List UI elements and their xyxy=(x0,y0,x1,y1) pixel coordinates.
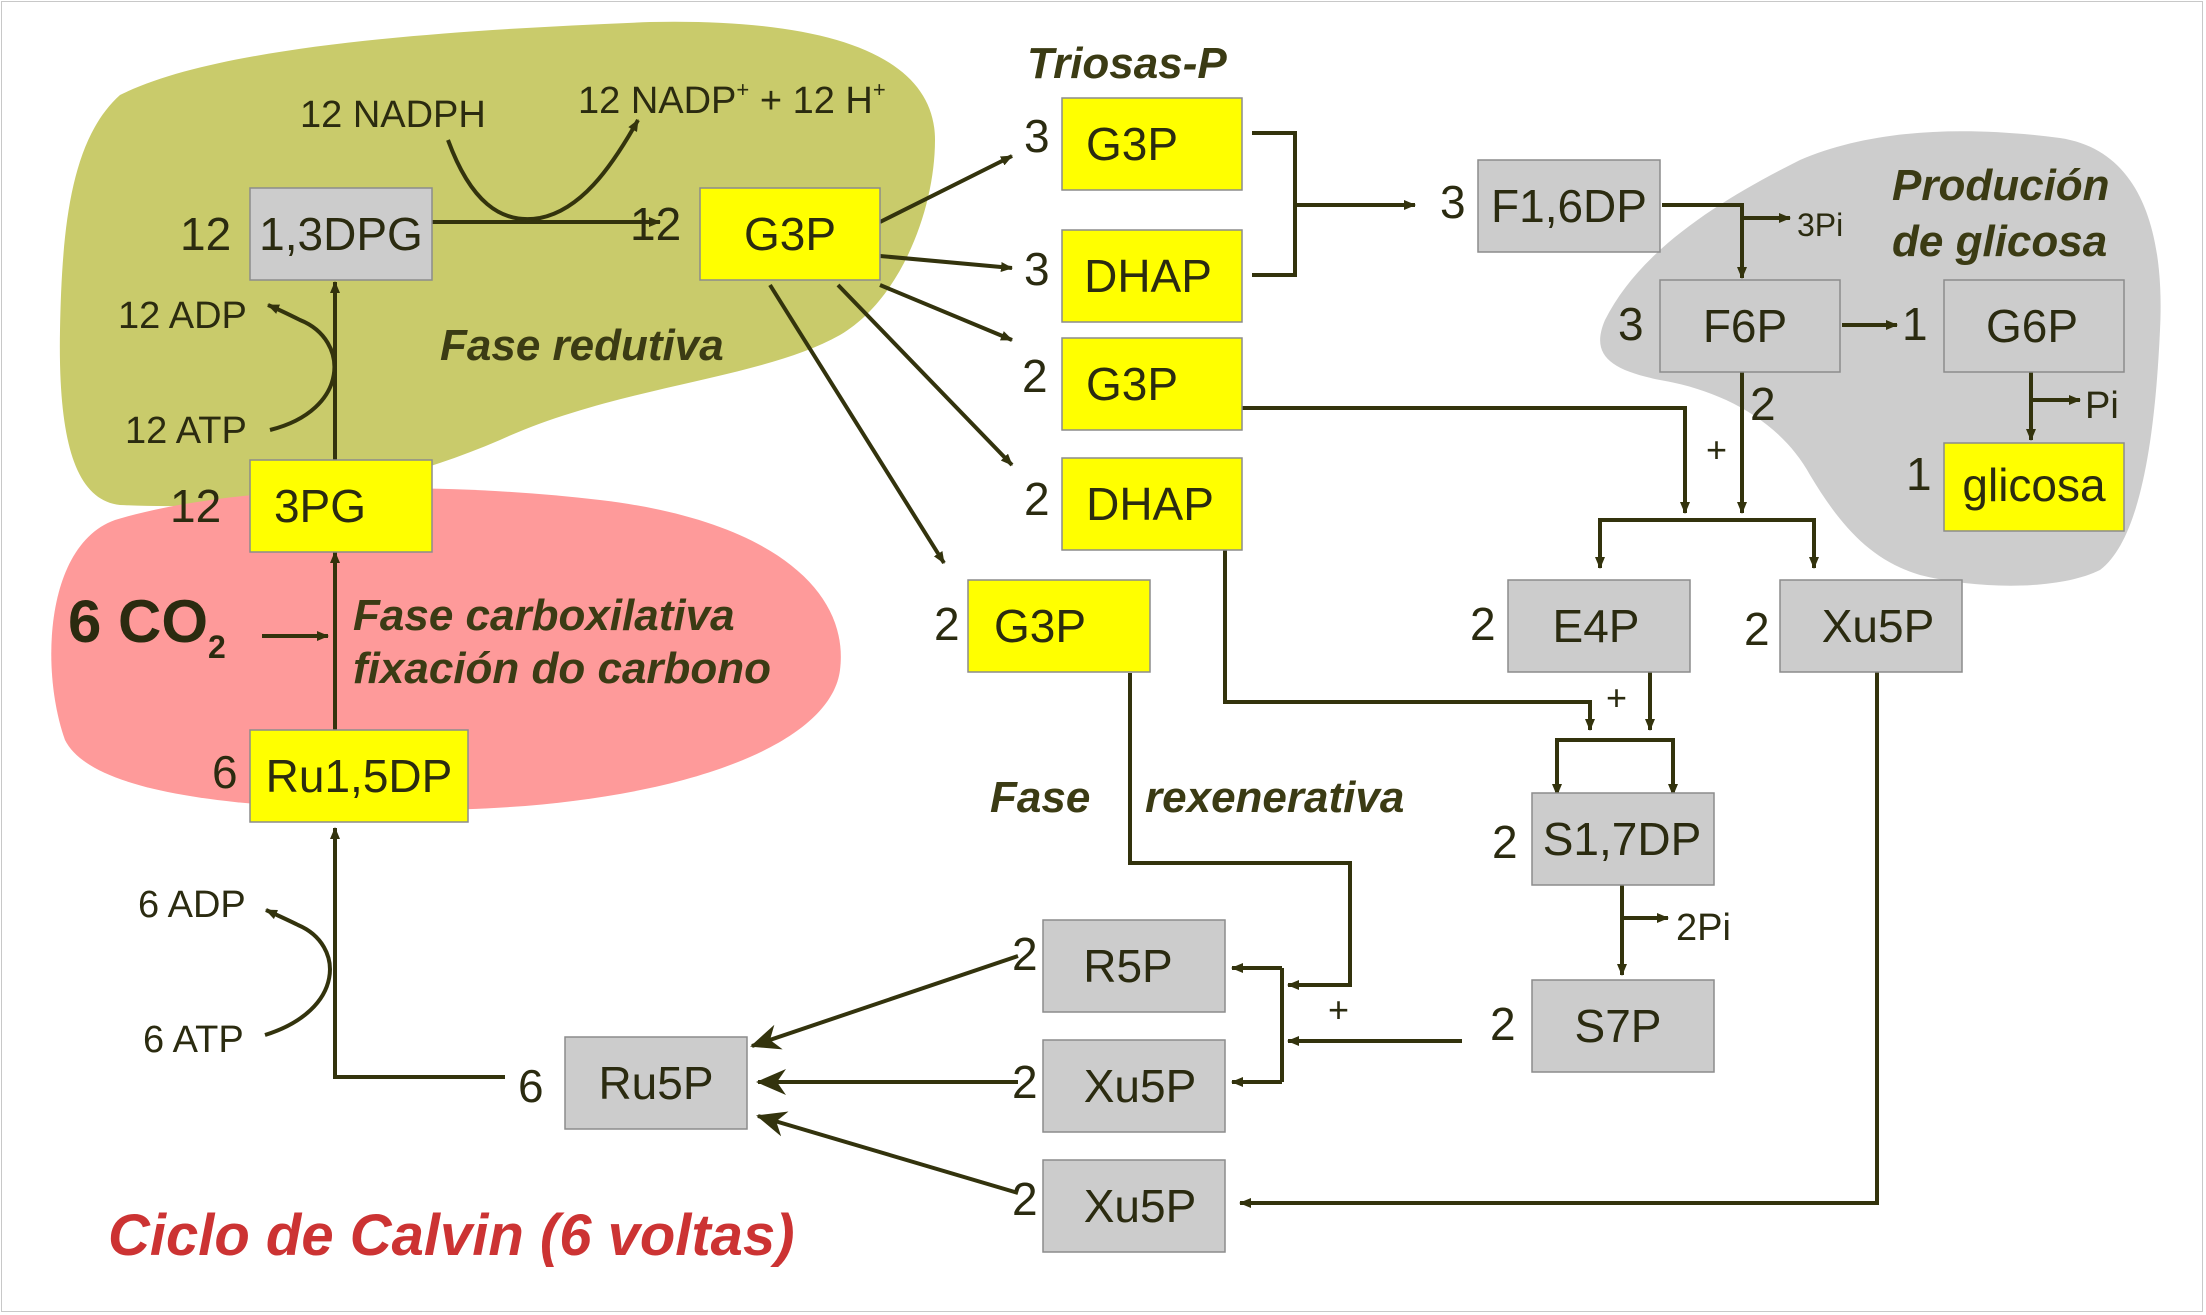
node-s7p: S7P xyxy=(1531,979,1715,1073)
node-g3p-a: G3P xyxy=(1061,97,1243,191)
adp6-label: 6 ADP xyxy=(138,884,246,926)
node-g3p-b: G3P xyxy=(1061,337,1243,431)
coef-3pg: 12 xyxy=(170,480,221,532)
phase-regenerative-1: Fase xyxy=(990,773,1090,822)
adp12-label: 12 ADP xyxy=(118,295,247,337)
coef-ru15dp: 6 xyxy=(212,746,238,798)
phase-carboxylative-2: fixación do carbono xyxy=(353,644,771,693)
node-f6p: F6P xyxy=(1659,279,1841,373)
node-label: G6P xyxy=(1986,300,2078,352)
coef-g3p-b: 2 xyxy=(1022,350,1048,402)
coef-xu5p-bottom: 2 xyxy=(1012,1173,1038,1225)
node-ru5p: Ru5P xyxy=(564,1036,748,1130)
coef-dhap-a: 3 xyxy=(1024,243,1050,295)
node-label: G3P xyxy=(744,208,836,260)
nadp-label: 12 NADP+ + 12 H+ xyxy=(578,77,886,122)
node-dhap-a: DHAP xyxy=(1061,229,1243,323)
coef-xu5p-right: 2 xyxy=(1744,603,1770,655)
ru5p-inflow-arrows xyxy=(750,954,1019,1195)
node-label: Xu5P xyxy=(1084,1060,1197,1112)
coef-g3p-c: 2 xyxy=(934,598,960,650)
node-label: 3PG xyxy=(274,480,366,532)
node-label: G3P xyxy=(1086,118,1178,170)
node-f16dp: F1,6DP xyxy=(1477,159,1661,253)
coef-f6p-split: 2 xyxy=(1750,378,1776,430)
plus-signs: + + + xyxy=(1328,429,1727,1030)
trioses-label: Triosas-P xyxy=(1027,39,1227,88)
plus-sign: + xyxy=(1706,429,1727,470)
node-13dpg: 1,3DPG xyxy=(249,187,433,281)
co2-label: 6 CO2 xyxy=(68,588,226,665)
connectors xyxy=(262,119,2081,1208)
node-xu5p-right: Xu5P xyxy=(1779,579,1963,673)
coef-g3p-a: 3 xyxy=(1024,110,1050,162)
node-g6p: G6P xyxy=(1943,279,2125,373)
coefficients: 12 12 12 6 6 3 3 2 2 2 3 3 1 1 2 2 2 2 2… xyxy=(170,110,1932,1225)
atp12-label: 12 ATP xyxy=(125,410,247,452)
carboxylative-phase-region xyxy=(51,488,841,810)
node-g3p-c: G3P xyxy=(967,579,1151,673)
coef-f6p: 3 xyxy=(1618,298,1644,350)
pi3-label: 3Pi xyxy=(1797,207,1843,243)
coef-s7p: 2 xyxy=(1490,998,1516,1050)
node-label: S7P xyxy=(1575,1000,1662,1052)
phase-reductive: Fase redutiva xyxy=(440,321,724,370)
coef-f16dp: 3 xyxy=(1440,176,1466,228)
node-glucose: glicosa xyxy=(1943,442,2125,532)
node-s17dp: S1,7DP xyxy=(1531,792,1715,886)
atp6-label: 6 ATP xyxy=(143,1019,244,1061)
reductive-phase-region xyxy=(59,21,936,507)
node-label: R5P xyxy=(1083,940,1172,992)
phase-glucose-2: de glicosa xyxy=(1892,217,2107,266)
coef-dhap-b: 2 xyxy=(1024,473,1050,525)
nadph-label: 12 NADPH xyxy=(300,94,486,136)
coef-r5p: 2 xyxy=(1012,928,1038,980)
coef-xu5p-mid: 2 xyxy=(1012,1056,1038,1108)
node-label: Ru5P xyxy=(598,1057,713,1109)
coef-13dpg: 12 xyxy=(180,208,231,260)
node-label: G3P xyxy=(1086,358,1178,410)
phase-glucose-1: Produción xyxy=(1892,161,2110,210)
node-label: S1,7DP xyxy=(1543,813,1702,865)
node-label: glicosa xyxy=(1962,459,2106,511)
diagram-title: Ciclo de Calvin (6 voltas) xyxy=(108,1203,795,1268)
node-xu5p-bottom: Xu5P xyxy=(1042,1159,1226,1253)
node-label: F6P xyxy=(1703,300,1787,352)
node-r5p: R5P xyxy=(1042,919,1226,1013)
coef-s17dp: 2 xyxy=(1492,816,1518,868)
plus-sign: + xyxy=(1328,989,1349,1030)
node-label: E4P xyxy=(1553,600,1640,652)
phase-carboxylative-1: Fase carboxilativa xyxy=(353,591,735,640)
cofactor-labels: 12 NADPH 12 NADP+ + 12 H+ 12 ADP 12 ATP … xyxy=(118,77,2119,1061)
coef-g6p: 1 xyxy=(1902,298,1928,350)
coef-e4p: 2 xyxy=(1470,598,1496,650)
node-label: Xu5P xyxy=(1084,1180,1197,1232)
phase-regenerative-2: rexenerativa xyxy=(1145,773,1404,822)
node-label: G3P xyxy=(994,600,1086,652)
coef-glucose: 1 xyxy=(1906,448,1932,500)
node-label: DHAP xyxy=(1086,478,1214,530)
node-label: DHAP xyxy=(1084,250,1212,302)
coef-g3p-12: 12 xyxy=(630,198,681,250)
phase-labels: Fase redutiva Fase carboxilativa fixació… xyxy=(353,39,2110,822)
node-dhap-b: DHAP xyxy=(1061,457,1243,551)
node-label: 1,3DPG xyxy=(259,208,423,260)
coef-ru5p: 6 xyxy=(518,1060,544,1112)
node-xu5p-mid: Xu5P xyxy=(1042,1039,1226,1133)
node-g3p-12: G3P xyxy=(699,187,881,281)
node-label: Ru1,5DP xyxy=(266,750,453,802)
node-label: Xu5P xyxy=(1822,600,1935,652)
node-e4p: E4P xyxy=(1507,579,1691,673)
node-label: F1,6DP xyxy=(1491,180,1647,232)
pi2-label: 2Pi xyxy=(1676,907,1731,949)
plus-sign: + xyxy=(1606,677,1627,718)
node-ru15dp: Ru1,5DP xyxy=(249,729,469,823)
node-3pg: 3PG xyxy=(249,459,433,553)
pi-label: Pi xyxy=(2085,385,2119,427)
